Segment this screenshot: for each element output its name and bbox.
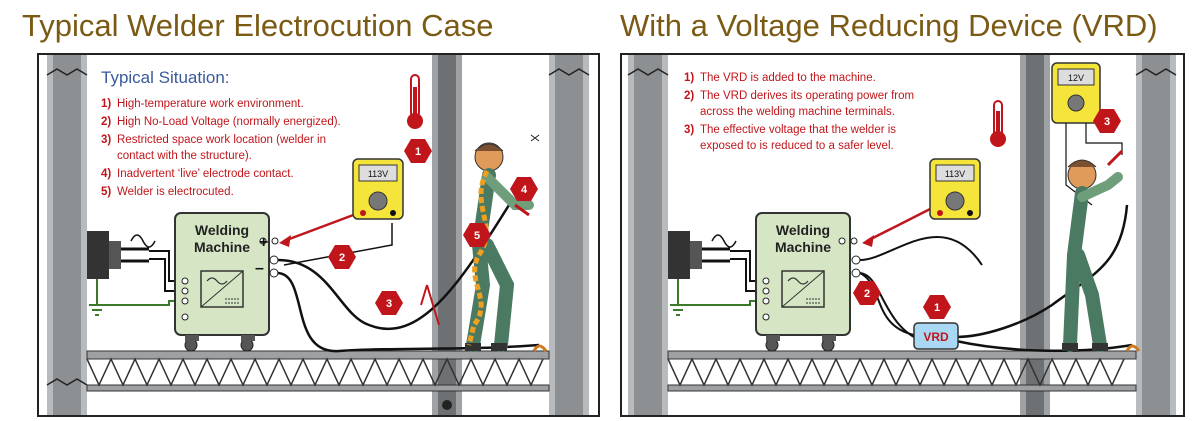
item-text: The effective voltage that the welder is <box>700 124 896 136</box>
item-text: exposed to is reduced to a safer level. <box>700 140 894 152</box>
item-num: 1) <box>684 72 694 84</box>
welder-figure <box>465 134 540 352</box>
machine-label-2: Machine <box>194 239 250 255</box>
svg-text:2: 2 <box>864 288 870 300</box>
right-heading: With a Voltage Reducing Device (VRD) <box>620 8 1158 43</box>
power-outlet <box>87 231 156 316</box>
item-text: The VRD is added to the machine. <box>700 72 876 84</box>
right-diagram: Welding Machine VRD 113V <box>627 55 1177 415</box>
power-outlet <box>668 231 737 316</box>
svg-text:5: 5 <box>474 230 480 242</box>
badge-3: 3 <box>375 291 403 315</box>
item-num: 4) <box>101 168 111 180</box>
item-text: High No-Load Voltage (normally energized… <box>117 116 341 128</box>
svg-text:2: 2 <box>339 252 345 264</box>
item-num: 2) <box>684 90 694 102</box>
item-text: Restricted space work location (welder i… <box>117 134 326 146</box>
welder-figure <box>1062 149 1124 352</box>
item-text: across the welding machine terminals. <box>700 106 895 118</box>
item-text: Inadvertent ‘live’ electrode contact. <box>117 168 294 180</box>
item-text: contact with the structure). <box>117 150 252 162</box>
meter-reading: 113V <box>368 169 388 179</box>
svg-text:1: 1 <box>415 146 421 158</box>
welding-machine: Welding Machine + – <box>174 212 279 352</box>
svg-text:3: 3 <box>386 298 392 310</box>
left-steel-beam <box>627 55 669 415</box>
minus-terminal: – <box>255 260 264 277</box>
machine-label-1: Welding <box>195 222 249 238</box>
badge-2: 2 <box>853 281 881 305</box>
thermometer-icon <box>407 74 423 129</box>
left-heading: Typical Welder Electrocution Case <box>22 8 494 43</box>
badge-2: 2 <box>328 245 356 269</box>
welder-meter-reading: 12V <box>1068 73 1084 83</box>
item-num: 1) <box>101 98 111 110</box>
vrd-label: VRD <box>923 330 949 344</box>
plus-terminal: + <box>259 234 268 251</box>
left-panel: Welding Machine + – 113V <box>37 53 600 417</box>
situation-title: Typical Situation: <box>101 68 230 87</box>
voltmeter: 113V <box>929 158 981 220</box>
item-text: Welder is electrocuted. <box>117 186 234 198</box>
vrd-device: VRD <box>913 322 959 350</box>
svg-text:3: 3 <box>1104 116 1110 128</box>
thermometer-icon <box>990 100 1006 147</box>
machine-label-2: Machine <box>775 239 831 255</box>
badge-5: 5 <box>463 223 491 247</box>
welding-machine: Welding Machine <box>755 212 861 352</box>
item-num: 3) <box>101 134 111 146</box>
badge-4: 4 <box>510 177 538 201</box>
machine-label-1: Welding <box>776 222 830 238</box>
item-text: The VRD derives its operating power from <box>700 90 914 102</box>
badge-3: 3 <box>1093 109 1121 133</box>
item-num: 3) <box>684 124 694 136</box>
center-column <box>432 55 462 415</box>
right-steel-beam <box>1135 55 1177 415</box>
item-text: High-temperature work environment. <box>117 98 304 110</box>
left-diagram: Welding Machine + – 113V <box>46 55 590 415</box>
truss-walkway <box>667 350 1137 392</box>
badge-1: 1 <box>404 139 432 163</box>
meter-reading: 113V <box>945 169 965 179</box>
truss-walkway <box>86 350 550 392</box>
left-steel-beam <box>46 55 88 415</box>
svg-text:4: 4 <box>521 184 528 196</box>
center-column <box>1020 55 1050 415</box>
right-panel: Welding Machine VRD 113V <box>620 53 1185 417</box>
right-steel-beam <box>548 55 590 415</box>
voltmeter: 113V <box>352 158 404 220</box>
item-num: 5) <box>101 186 111 198</box>
badge-1: 1 <box>923 295 951 319</box>
svg-text:1: 1 <box>934 302 940 314</box>
item-num: 2) <box>101 116 111 128</box>
